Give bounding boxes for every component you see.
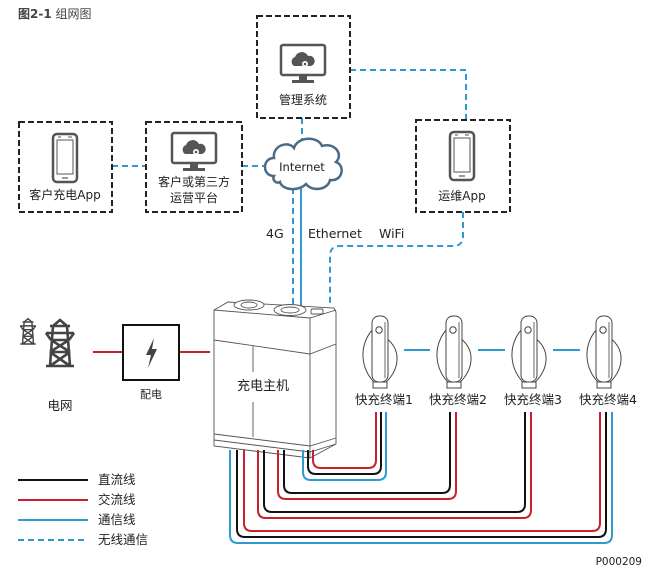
third-party-label-line1: 客户或第三方 (158, 174, 230, 189)
customer-app-label: 客户充电App (29, 187, 100, 202)
charging-host-node: 充电主机 (213, 299, 337, 459)
figure-title: 图2-1 组网图 (18, 5, 92, 22)
distribution-label: 配电 (140, 388, 162, 401)
comm-cable-terminal-4 (229, 412, 613, 544)
ac-cable-terminal-2 (277, 412, 457, 500)
terminal-label: 快充终端1 (355, 392, 413, 407)
link-label-ethernet: Ethernet (308, 226, 362, 241)
distribution-node: 配电 (122, 324, 180, 401)
power-grid-node: 电网 (19, 317, 76, 413)
fast-charge-terminal-icon (362, 315, 398, 389)
phone-icon (448, 130, 476, 182)
link-label-wifi: WiFi (379, 226, 404, 241)
legend-label: 通信线 (98, 512, 136, 527)
legend-label: 无线通信 (98, 532, 148, 547)
terminal-label: 快充终端4 (579, 392, 637, 407)
ac-cable-terminal-4 (243, 412, 601, 532)
fast-charge-terminal-icon (436, 315, 472, 389)
ac-cable-terminal-1 (312, 412, 377, 469)
management-system-node: 管理系统 (256, 15, 351, 119)
comm-cable-terminal-1 (302, 412, 387, 481)
link-wifi (329, 212, 464, 306)
dc-cable-terminal-1 (307, 412, 382, 475)
terminal-label: 快充终端3 (504, 392, 562, 407)
phone-icon (51, 132, 79, 184)
internet-cloud: Internet (263, 137, 343, 191)
figure-code: P000209 (596, 556, 642, 568)
host-label: 充电主机 (237, 378, 289, 394)
management-system-label: 管理系统 (279, 92, 327, 107)
dc-cable-terminal-3 (263, 412, 526, 513)
dc-cable-terminal-4 (236, 412, 607, 538)
lightning-icon (146, 338, 157, 368)
fast-charge-terminal-icon (511, 315, 547, 389)
third-party-platform-node: 客户或第三方 运营平台 (145, 121, 243, 213)
dc-cable-terminal-2 (283, 412, 451, 494)
third-party-label-line2: 运营平台 (170, 190, 218, 205)
fast-charge-terminal-icon (586, 315, 622, 389)
ac-cable-terminal-3 (257, 412, 532, 519)
transmission-tower-icon (19, 317, 76, 368)
customer-app-node: 客户充电App (18, 121, 113, 213)
figure-number: 图2-1 (18, 7, 52, 21)
cables-group (229, 412, 613, 544)
internet-label: Internet (279, 160, 325, 174)
ops-app-label: 运维App (438, 189, 485, 203)
ops-app-node: 运维App (415, 119, 511, 213)
terminal-label: 快充终端2 (429, 392, 487, 407)
legend-label: 交流线 (98, 492, 136, 507)
legend-label: 直流线 (98, 472, 136, 487)
grid-label: 电网 (47, 398, 72, 413)
link-label-4g: 4G (266, 226, 284, 241)
terminals-group: 快充终端1 快充终端2 快充终端3 快充终端4 (355, 315, 637, 407)
figure-caption: 组网图 (55, 7, 92, 21)
link-mgmt-to-ops (350, 69, 467, 120)
